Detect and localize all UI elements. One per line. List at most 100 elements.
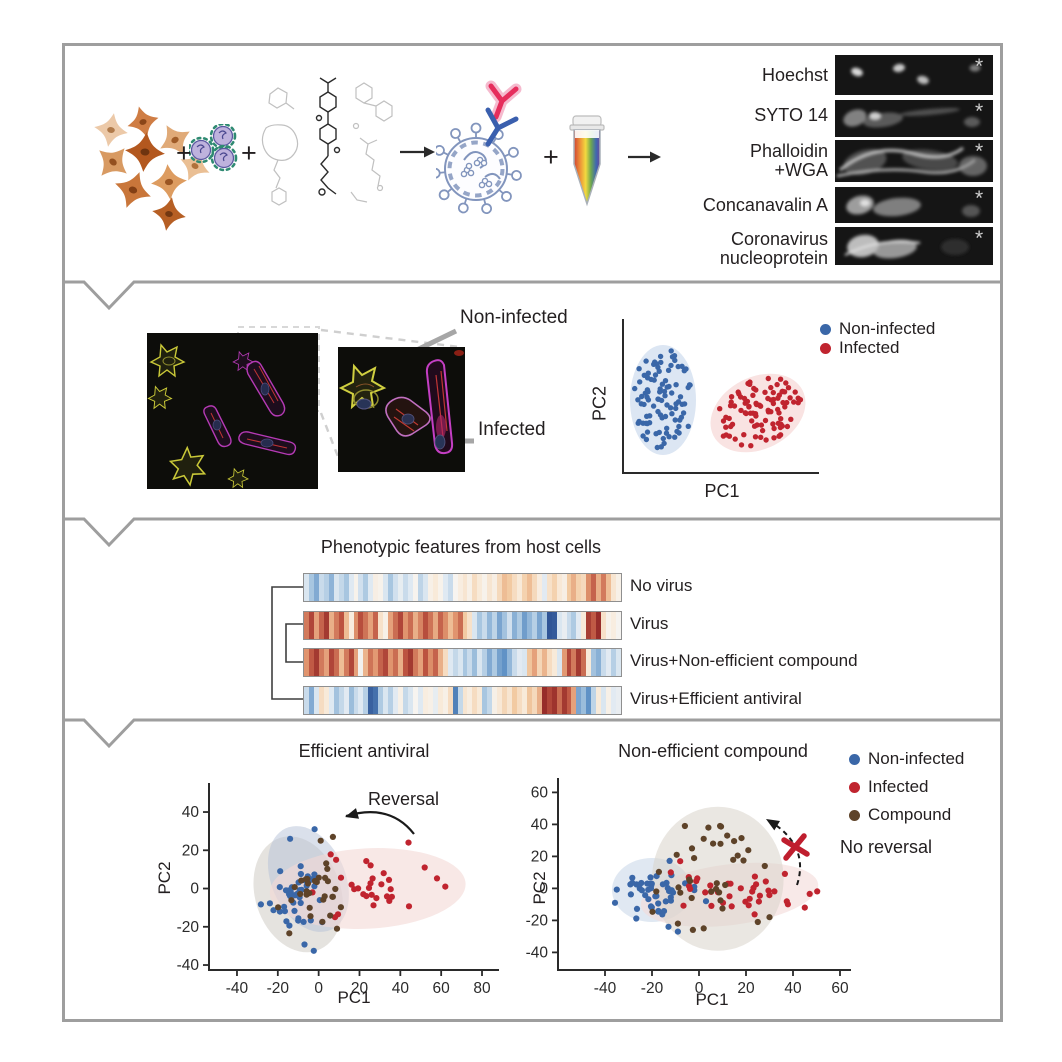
heatmap-cell — [601, 649, 607, 676]
no-reversal-arrow — [766, 819, 810, 886]
scatter-dot — [762, 417, 769, 424]
scatter-dot — [313, 879, 320, 886]
heatmap-cell — [581, 574, 587, 601]
heatmap-cell — [601, 687, 607, 714]
scatter-dot — [644, 375, 651, 381]
scatter-dot — [664, 402, 670, 408]
scatter-dot — [672, 417, 678, 423]
scatter-dot — [677, 858, 684, 865]
heatmap-cell — [581, 649, 587, 676]
scatter-dot — [327, 851, 334, 858]
heatmap-cell — [343, 687, 349, 714]
plot-axes — [557, 778, 851, 971]
scatter-dot — [673, 851, 680, 858]
scatter-dot — [763, 437, 769, 443]
scatter-dot — [656, 429, 662, 436]
scatter-dot — [629, 874, 636, 881]
scatter-dot — [759, 427, 766, 434]
heatmap-cell — [536, 574, 542, 601]
scatter-dot — [784, 399, 790, 406]
heatmap-cell — [551, 574, 557, 601]
scatter-dot — [647, 903, 655, 910]
heatmap-cell — [502, 612, 508, 639]
heatmap-cell — [497, 687, 503, 714]
scatter-dot — [307, 913, 314, 920]
heatmap-cell — [393, 574, 399, 601]
heatmap-cell — [358, 687, 364, 714]
heatmap-cell — [408, 687, 413, 714]
scatter-dot — [667, 869, 674, 876]
scatter-dot — [673, 401, 679, 407]
heatmap-cell — [353, 687, 359, 714]
heatmap-cell — [546, 649, 552, 676]
scatter-dot — [795, 400, 801, 406]
heatmap-dendrogram — [271, 586, 303, 700]
workflow-arrow-1 — [400, 146, 435, 158]
heatmap-cell — [541, 574, 547, 601]
heatmap-cell — [566, 649, 572, 676]
heatmap-cell — [591, 649, 597, 676]
heatmap-cell — [313, 649, 319, 676]
scatter-dot — [633, 915, 640, 922]
heatmap-cell — [462, 574, 468, 601]
scatter-dot — [723, 414, 729, 420]
asterisk-hoechst: * — [975, 55, 984, 78]
heatmap-cell — [442, 649, 448, 676]
channel-image-syto14 — [835, 100, 993, 137]
scatter-dot — [385, 876, 393, 884]
heatmap-cell — [561, 574, 567, 601]
channel-label-hoechst: Hoechst — [761, 65, 828, 85]
heatmap-cell — [437, 574, 443, 601]
heatmap-cell — [393, 649, 399, 676]
scatter-dot — [785, 385, 792, 391]
heatmap-cell — [348, 612, 354, 639]
left-plot-xlabel: PC1 — [337, 988, 371, 1007]
heatmap-cell — [531, 612, 537, 639]
scatter-dot — [642, 892, 649, 899]
channel-label-syto14: SYTO 14 — [754, 105, 828, 125]
heatmap-cell — [442, 574, 448, 601]
heatmap-cell — [531, 649, 537, 676]
heatmap-cell — [531, 687, 537, 714]
x-tick-label: 20 — [737, 980, 755, 997]
heatmap-cell — [338, 687, 344, 714]
scatter-dot — [678, 414, 685, 420]
heatmap-cell — [611, 612, 617, 639]
right-plot-title: Non-efficient compound — [618, 741, 808, 761]
scatter-dot — [749, 418, 755, 424]
panel-separator-2 — [65, 517, 1000, 548]
heatmap-cell — [546, 687, 552, 714]
scatter-dot — [694, 875, 701, 882]
heatmap-strip-no-virus — [303, 573, 622, 602]
heatmap-cell — [333, 574, 339, 601]
scatter-dot — [270, 907, 277, 914]
heatmap-cell — [318, 574, 324, 601]
heatmap-cell — [368, 612, 374, 639]
sample-tube-icon — [569, 115, 605, 207]
reversal-annotation: Reversal — [368, 789, 440, 809]
scatter-dot — [685, 423, 691, 429]
heatmap-cell — [323, 574, 329, 601]
heatmap-cell — [427, 612, 433, 639]
scatter-dot — [652, 359, 658, 365]
scatter-dot — [741, 432, 747, 438]
virus-particles-icon — [189, 124, 238, 172]
scatter-dot — [632, 385, 638, 392]
heatmap-cell — [512, 687, 517, 714]
heatmap-cell — [487, 687, 493, 714]
heatmap-cell — [512, 649, 517, 676]
scatter-dot — [753, 413, 759, 419]
scatter-dot — [291, 907, 298, 915]
heatmap-cell — [611, 574, 617, 601]
heatmap-cell — [338, 612, 344, 639]
pca-overview-xlabel: PC1 — [704, 481, 740, 501]
scatter-dot — [639, 393, 645, 400]
scatter-dot — [688, 894, 695, 902]
scatter-dot — [761, 862, 768, 870]
plot-axes — [208, 783, 499, 971]
scatter-dot — [738, 407, 744, 414]
scatter-dot — [776, 433, 782, 439]
heatmap-cell — [546, 612, 552, 639]
scatter-dot — [369, 875, 376, 882]
